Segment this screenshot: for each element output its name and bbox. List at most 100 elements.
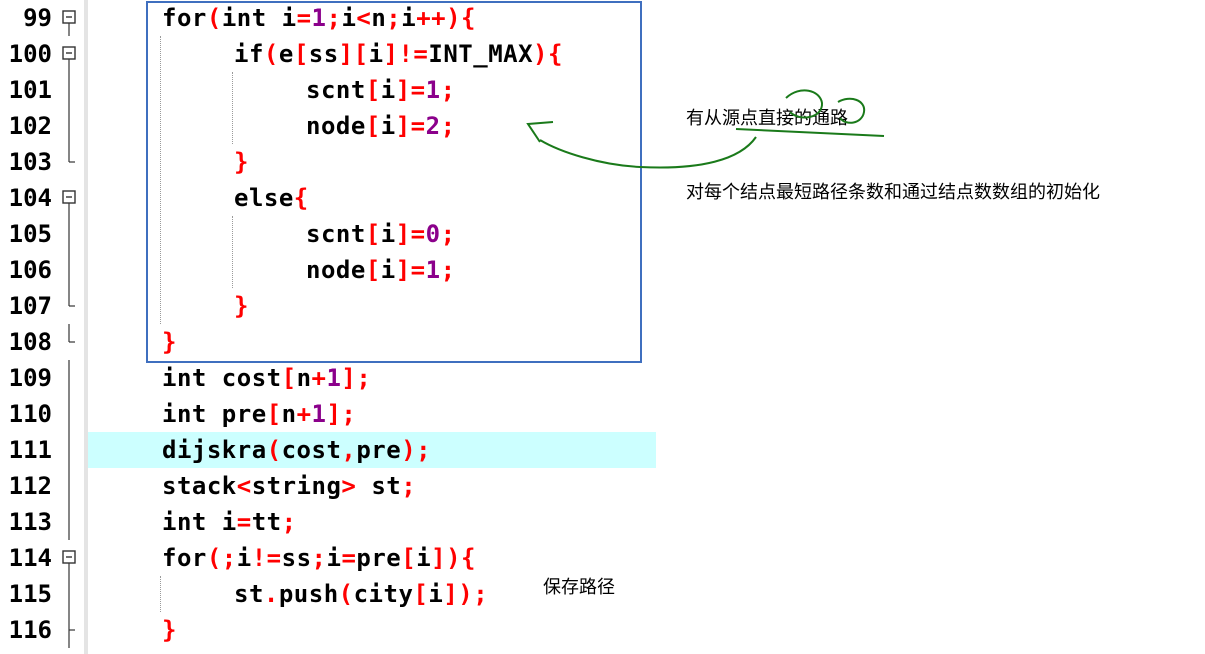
code-token: ; <box>311 544 327 572</box>
code-token: node <box>306 112 366 140</box>
code-text[interactable]: } <box>234 144 249 180</box>
code-text[interactable]: for(;i!=ss;i=pre[i]){ <box>162 540 476 576</box>
code-token: = <box>236 508 252 536</box>
code-token: < <box>356 4 372 32</box>
fold-minus-icon[interactable] <box>60 540 78 576</box>
code-text[interactable]: int i=tt; <box>162 504 297 540</box>
code-token: [ <box>365 220 381 248</box>
fold-end-icon <box>68 324 75 343</box>
fold-minus-icon[interactable] <box>60 180 78 216</box>
code-line[interactable]: 110 int pre[n+1]; <box>0 396 1205 432</box>
indent-guide <box>232 72 233 144</box>
code-token: + <box>296 400 312 428</box>
fold-line <box>68 360 70 396</box>
code-token: pre <box>356 544 402 572</box>
code-token: ][ <box>338 40 369 68</box>
fold-line <box>68 72 70 108</box>
code-token: < <box>236 472 252 500</box>
code-token: ( <box>338 580 354 608</box>
code-text[interactable]: st.push(city[i]); <box>234 576 488 612</box>
line-number: 103 <box>8 148 52 176</box>
code-text[interactable]: } <box>234 288 249 324</box>
code-token: i <box>428 580 444 608</box>
code-token: city <box>353 580 414 608</box>
code-token: n <box>296 364 312 392</box>
code-line[interactable]: 103} <box>0 144 1205 180</box>
fold-line <box>68 432 70 468</box>
code-token: ; <box>440 256 456 284</box>
code-text[interactable]: scnt[i]=0; <box>306 216 456 252</box>
code-token: i <box>380 256 396 284</box>
code-text[interactable]: else{ <box>234 180 309 216</box>
code-line[interactable]: 116} <box>0 612 1205 648</box>
code-token: ; <box>440 112 456 140</box>
code-token: dijskra <box>162 436 267 464</box>
code-token: tt <box>251 508 282 536</box>
fold-line <box>68 396 70 432</box>
code-token: ss <box>308 40 339 68</box>
code-token: if <box>234 40 264 68</box>
code-line[interactable]: 107} <box>0 288 1205 324</box>
code-token: for <box>162 544 207 572</box>
annotation-save-path: 保存路径 <box>543 577 615 598</box>
code-token: node <box>306 256 366 284</box>
code-text[interactable]: node[i]=1; <box>306 252 456 288</box>
code-token: [ <box>365 76 381 104</box>
fold-line <box>68 108 70 144</box>
code-line[interactable]: 113 int i=tt; <box>0 504 1205 540</box>
fold-line <box>68 576 70 612</box>
code-line[interactable]: 108} <box>0 324 1205 360</box>
code-token: for <box>162 4 207 32</box>
code-text[interactable]: } <box>162 612 177 648</box>
code-token: i <box>236 544 252 572</box>
code-token: != <box>251 544 282 572</box>
code-text[interactable]: scnt[i]=1; <box>306 72 456 108</box>
code-text[interactable]: node[i]=2; <box>306 108 456 144</box>
code-token: [ <box>281 364 297 392</box>
line-number: 102 <box>8 112 52 140</box>
code-line[interactable]: 102 node[i]=2; <box>0 108 1205 144</box>
code-text[interactable]: int cost[n+1]; <box>162 360 371 396</box>
line-number: 110 <box>8 400 52 428</box>
fold-minus-icon[interactable] <box>60 0 78 36</box>
code-line[interactable]: 109 int cost[n+1]; <box>0 360 1205 396</box>
code-text[interactable]: dijskra(cost,pre); <box>162 432 431 468</box>
line-number: 113 <box>8 508 52 536</box>
code-token: = <box>341 544 357 572</box>
annotation-init-note: 对每个结点最短路径条数和通过结点数数组的初始化 <box>686 182 1100 203</box>
code-text[interactable]: int pre[n+1]; <box>162 396 356 432</box>
code-token: ss <box>281 544 312 572</box>
line-number: 116 <box>8 616 52 644</box>
code-token: push <box>278 580 339 608</box>
code-text[interactable]: if(e[ss][i]!=INT_MAX){ <box>234 36 563 72</box>
code-text[interactable]: stack<string> st; <box>162 468 416 504</box>
code-token: ++ <box>416 4 447 32</box>
code-token: scnt <box>306 76 366 104</box>
code-token: i <box>206 508 237 536</box>
code-text[interactable]: for(int i=1;i<n;i++){ <box>162 0 476 36</box>
code-line[interactable]: 115 st.push(city[i]); <box>0 576 1205 612</box>
code-token: i <box>380 112 396 140</box>
code-token: 2 <box>425 112 441 140</box>
indent-guide <box>160 36 161 324</box>
code-token: else <box>234 184 294 212</box>
code-text[interactable]: } <box>162 324 177 360</box>
line-number: 115 <box>8 580 52 608</box>
line-number: 109 <box>8 364 52 392</box>
code-token: 1 <box>311 4 327 32</box>
line-number: 107 <box>8 292 52 320</box>
code-token: ; <box>386 4 402 32</box>
code-token: ]= <box>395 256 426 284</box>
fold-minus-icon[interactable] <box>60 36 78 72</box>
code-token: int <box>162 508 207 536</box>
